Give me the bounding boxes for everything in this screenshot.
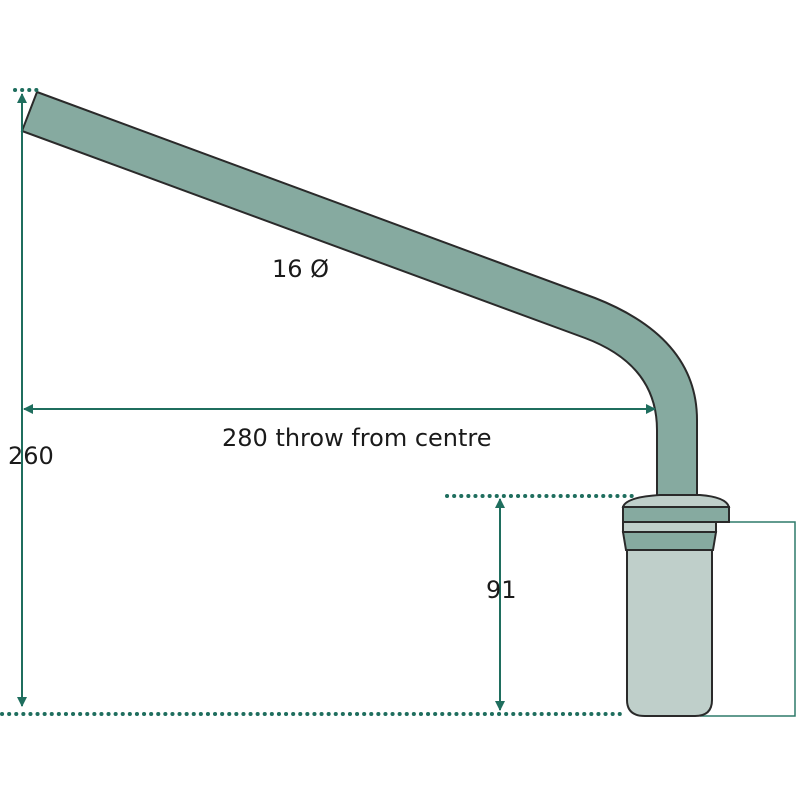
- collar-body: [626, 549, 713, 717]
- throw-label: 280 throw from centre: [222, 424, 492, 452]
- collar-band-upper: [622, 506, 730, 523]
- collar-height-label: 91: [486, 576, 517, 604]
- collar-band-lower: [621, 531, 718, 551]
- collar-band-light: [622, 521, 717, 533]
- diameter-label: 16 Ø: [272, 255, 330, 283]
- bracket-outline: [700, 521, 796, 717]
- collar-cap: [621, 494, 731, 508]
- height-label: 260: [8, 442, 54, 470]
